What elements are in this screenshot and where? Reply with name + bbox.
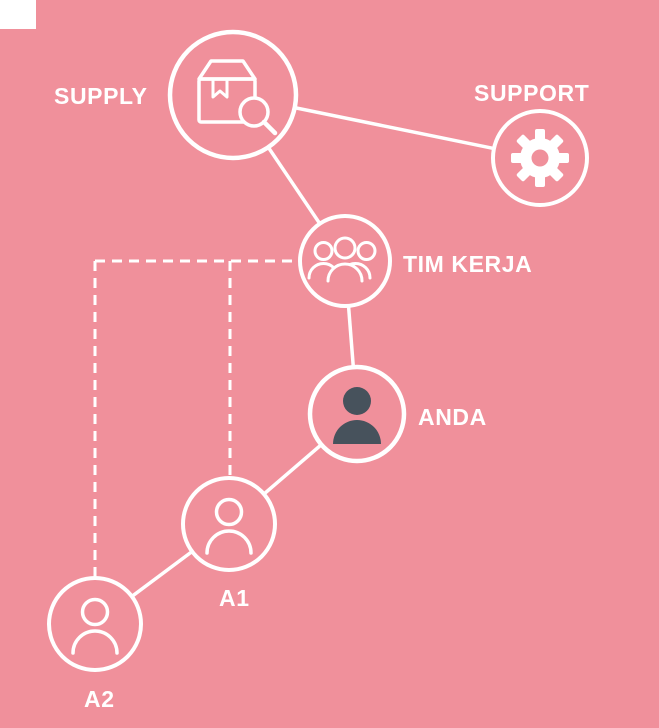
label-a1: A1	[219, 585, 250, 611]
person-outline-icon	[71, 597, 119, 655]
corner-block	[0, 0, 36, 29]
node-anda	[307, 364, 407, 464]
node-tim-kerja	[298, 214, 392, 308]
label-anda: ANDA	[418, 404, 487, 430]
label-a2: A2	[84, 686, 115, 712]
node-a1	[181, 476, 277, 572]
label-supply: SUPPLY	[54, 83, 148, 109]
package-search-icon	[197, 59, 278, 136]
node-support	[491, 109, 589, 207]
label-support: SUPPORT	[474, 80, 590, 106]
edges	[93, 93, 541, 626]
team-icon	[307, 236, 377, 283]
label-tim-kerja: TIM KERJA	[403, 251, 533, 277]
person-filled-icon	[333, 387, 381, 444]
person-outline-icon	[205, 497, 253, 555]
tim-kerja-circle	[298, 214, 392, 308]
gear-icon	[511, 129, 569, 187]
node-a2	[47, 576, 143, 672]
node-supply	[167, 29, 299, 161]
supply-circle	[167, 29, 299, 161]
